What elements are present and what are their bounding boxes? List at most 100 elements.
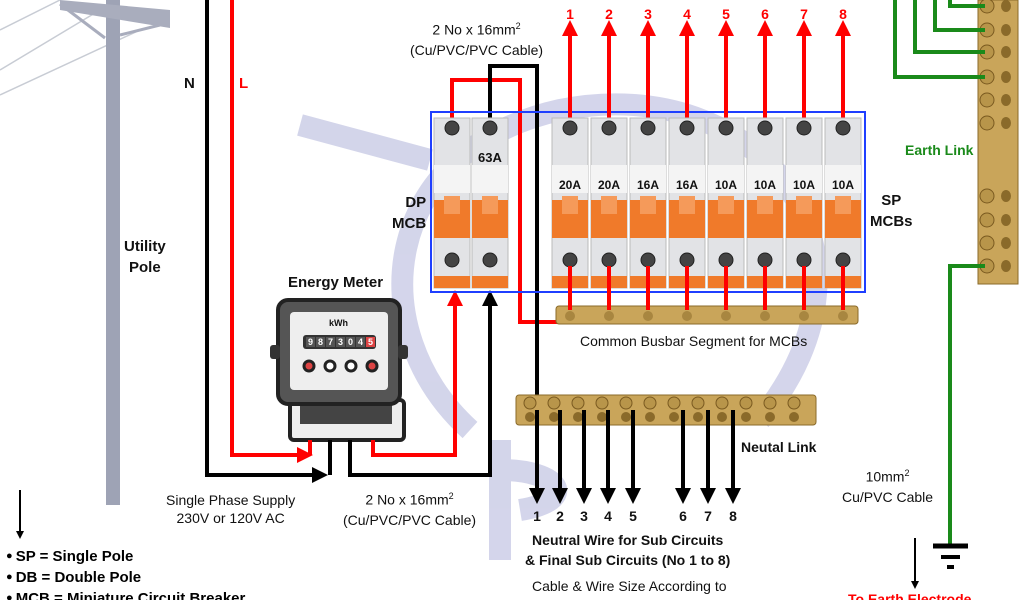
busbar-screw-icon bbox=[721, 311, 731, 321]
energy-meter bbox=[270, 298, 408, 442]
terminal-screw-icon bbox=[718, 252, 734, 268]
busbar-screw-icon bbox=[643, 311, 653, 321]
neutral-supply-wire bbox=[205, 0, 328, 483]
busbar-screw-icon bbox=[799, 311, 809, 321]
terminal-screw-icon bbox=[757, 252, 773, 268]
busbar-screw-icon bbox=[565, 311, 575, 321]
live-label: L bbox=[239, 75, 249, 92]
neutral-hole bbox=[765, 412, 775, 422]
earth-screw-icon bbox=[979, 92, 995, 108]
toggle-switch[interactable] bbox=[835, 196, 851, 214]
legend-item: DB = Double Pole bbox=[6, 567, 245, 588]
terminal-screw-icon bbox=[601, 120, 617, 136]
earth-hole bbox=[1001, 117, 1011, 129]
dp-mcb-pole bbox=[471, 117, 509, 289]
mcb-rating: 10A bbox=[792, 178, 815, 192]
circuit-number-top: 8 bbox=[839, 6, 847, 22]
toggle-switch[interactable] bbox=[562, 196, 578, 214]
legend: SP = Single Pole DB = Double Pole MCB = … bbox=[6, 546, 246, 600]
mcb-rating: 16A bbox=[675, 178, 698, 192]
earth-hole bbox=[1001, 237, 1011, 249]
circuit-number-bottom: 5 bbox=[629, 508, 637, 524]
circuit-number-bottom: 8 bbox=[729, 508, 737, 524]
sp-mcb-5 bbox=[707, 117, 745, 289]
earth-hole bbox=[1001, 71, 1011, 83]
circuit-number-top: 7 bbox=[800, 6, 808, 22]
mcb-rating: 10A bbox=[714, 178, 737, 192]
terminal-screw-icon bbox=[482, 120, 498, 136]
sp-mcb-6 bbox=[746, 117, 784, 289]
earth-hole bbox=[1001, 46, 1011, 58]
neutral-screw-icon bbox=[667, 396, 681, 410]
terminal-screw-icon bbox=[835, 252, 851, 268]
terminal-screw-icon bbox=[562, 252, 578, 268]
terminal-screw-icon bbox=[796, 252, 812, 268]
neutral-dp-to-link-wire bbox=[488, 64, 539, 395]
ground-symbol bbox=[933, 543, 968, 569]
neutral-hole bbox=[549, 412, 559, 422]
neutral-hole bbox=[597, 412, 607, 422]
meter-digit: 3 bbox=[336, 337, 345, 347]
neutral-hole bbox=[693, 412, 703, 422]
earth-hole bbox=[1001, 24, 1011, 36]
live-dp-to-busbar-wire bbox=[450, 78, 560, 324]
circuit-number-top: 4 bbox=[683, 6, 691, 22]
neutral-hole bbox=[717, 412, 727, 422]
live-supply-wire bbox=[230, 0, 313, 463]
toggle-switch[interactable] bbox=[482, 196, 498, 214]
terminal-screw-icon bbox=[444, 120, 460, 136]
meter-digit: 8 bbox=[316, 337, 325, 347]
earth-electrode-label: To Earth Electrode bbox=[848, 591, 972, 600]
neutral-wire-label: Neutral Wire for Sub Circuits& Final Sub… bbox=[525, 532, 731, 568]
terminal-screw-icon bbox=[679, 120, 695, 136]
dp-mcb-rating: 63A bbox=[478, 150, 502, 165]
meter-unit: kWh bbox=[329, 318, 348, 328]
toggle-switch[interactable] bbox=[640, 196, 656, 214]
mcb-rating: 10A bbox=[831, 178, 854, 192]
neutral-meter-to-dp-wire bbox=[348, 290, 498, 477]
circuit-number-bottom: 4 bbox=[604, 508, 612, 524]
toggle-switch[interactable] bbox=[444, 196, 460, 214]
neutral-screw-icon bbox=[571, 396, 585, 410]
circuit-number-top: 3 bbox=[644, 6, 652, 22]
circuit-number-top: 1 bbox=[566, 6, 574, 22]
utility-pole bbox=[0, 0, 170, 505]
toggle-switch[interactable] bbox=[718, 196, 734, 214]
circuit-number-bottom: 1 bbox=[533, 508, 541, 524]
toggle-switch[interactable] bbox=[601, 196, 617, 214]
earth-screw-icon bbox=[979, 212, 995, 228]
mcb-rating: 16A bbox=[636, 178, 659, 192]
terminal-screw-icon bbox=[718, 120, 734, 136]
mcb-rating: 20A bbox=[597, 178, 620, 192]
sp-mcb-3 bbox=[629, 117, 667, 289]
sp-mcb-4 bbox=[668, 117, 706, 289]
earth-hole bbox=[1001, 190, 1011, 202]
terminal-screw-icon bbox=[835, 120, 851, 136]
neutral-link-label: Neutal Link bbox=[741, 439, 817, 455]
toggle-switch[interactable] bbox=[679, 196, 695, 214]
cable-size-label: Cable & Wire Size According to bbox=[532, 578, 727, 594]
mcb-rating: 20A bbox=[558, 178, 581, 192]
terminal-screw-icon bbox=[601, 252, 617, 268]
sp-mcb-2 bbox=[590, 117, 628, 289]
circuit-number-top: 5 bbox=[722, 6, 730, 22]
dp-mcb-pole bbox=[433, 117, 471, 289]
meter-digit: 5 bbox=[366, 337, 375, 347]
sp-mcb-1 bbox=[551, 117, 589, 289]
toggle-switch[interactable] bbox=[757, 196, 773, 214]
neutral-label: N bbox=[184, 75, 195, 92]
neutral-hole bbox=[669, 412, 679, 422]
top-cable-label: 2 No x 16mm2(Cu/PVC/PVC Cable) bbox=[410, 21, 544, 58]
toggle-switch[interactable] bbox=[796, 196, 812, 214]
neutral-screw-icon bbox=[739, 396, 753, 410]
neutral-hole bbox=[621, 412, 631, 422]
earth-hole bbox=[1001, 214, 1011, 226]
meter-cable-label: 2 No x 16mm2(Cu/PVC/PVC Cable) bbox=[343, 491, 477, 528]
earth-link-label: Earth Link bbox=[905, 142, 974, 158]
